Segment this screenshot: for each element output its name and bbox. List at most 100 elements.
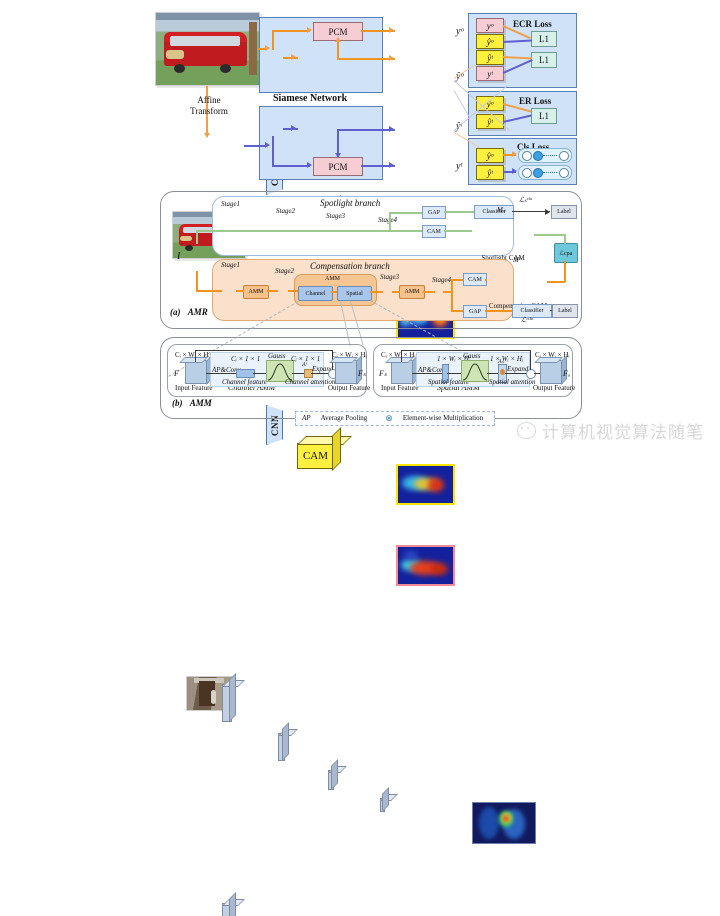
spatial-amm-title: Spatial AMM xyxy=(437,383,480,392)
compensation-amm-1: AMM xyxy=(243,285,269,299)
channel-output-symbol: Fₛ xyxy=(358,369,366,378)
affine-transform-label: Affine Transform xyxy=(178,95,240,117)
cls-dots-line-0 xyxy=(543,155,557,156)
spatial-dims-in: Cᵢ × Wᵢ × Hᵢ xyxy=(381,351,416,359)
cam-label-bottom: CAM xyxy=(302,450,329,462)
spatial-dims-out: Cᵢ × Wᵢ × Hᵢ xyxy=(535,351,570,359)
spatial-feature-dims: 1 × Wᵢ × Hᵢ xyxy=(437,355,471,363)
compensation-cam-to-map xyxy=(485,279,487,281)
pcm-block-bottom: PCM xyxy=(313,157,363,176)
spotlight-cam-image xyxy=(472,802,536,844)
watermark-text: 计算机视觉算法随笔 xyxy=(542,423,704,443)
spotlight-classifier-to-label xyxy=(512,211,550,212)
channel-gauss-label: Gauss xyxy=(268,352,286,360)
spotlight-gap-label: GAP xyxy=(427,209,440,216)
amr-panel xyxy=(160,191,582,329)
ecr-op-1: L1 xyxy=(531,52,557,68)
spatial-amm-box xyxy=(373,344,573,397)
pcm-label-top: PCM xyxy=(328,26,348,37)
cls-wire-0 xyxy=(503,154,516,156)
legend-ap-symbol: AP xyxy=(302,414,311,422)
spotlight-cam-to-map xyxy=(444,230,472,232)
er-loss-title: ER Loss xyxy=(519,96,552,106)
ecr-op-0-label: L1 xyxy=(539,34,549,44)
ecr-input-3-label: yᵗ xyxy=(487,68,493,79)
channel-output-cube xyxy=(329,355,362,385)
amm-channel-label: Channel xyxy=(305,290,326,297)
spatial-input-cube xyxy=(385,355,418,385)
compensation-flow-out xyxy=(443,291,452,293)
compensation-label-box-2: Label xyxy=(552,304,578,318)
wire-top-to-pcm xyxy=(272,30,310,32)
affine-label-line2: Transform xyxy=(190,106,228,116)
cls-input-1: ŷᵗ xyxy=(476,165,504,180)
flow-transformed-to-cnn xyxy=(244,145,266,147)
spotlight-stage1-label: Stage1 xyxy=(221,200,241,208)
heatmap-yhat-t xyxy=(396,464,455,505)
affine-arrow-head xyxy=(203,133,210,138)
cls-wire-0-arrow xyxy=(512,151,517,157)
spatial-flow-3 xyxy=(487,373,498,374)
ecr-input-2-label: ŷᵗ xyxy=(487,52,493,63)
gauss-curve-icon xyxy=(267,363,293,381)
spotlight-cls-loss: ℒₛᶜˡᵃ xyxy=(519,196,533,204)
er-input-0-label: ŷᵒ xyxy=(486,98,494,109)
channel-input-symbol: F xyxy=(174,369,179,378)
amm-channel-block: Channel xyxy=(298,286,333,301)
affine-arrow-line xyxy=(206,86,208,134)
affine-label-line1: Affine xyxy=(197,95,221,105)
compensation-cam-block: CAM xyxy=(463,273,487,286)
wire-cam-out-bottom xyxy=(337,129,395,131)
spotlight-cam-title: Mₛ xyxy=(497,206,506,214)
spatial-attention-caption: Spatial attention xyxy=(489,378,536,386)
spotlight-stage4 xyxy=(380,787,398,812)
er-op-0-label: L1 xyxy=(539,111,549,121)
channel-attention-caption: Channel attention xyxy=(285,378,336,386)
ecr-op-1-label: L1 xyxy=(539,55,549,65)
spotlight-gap-to-classifier xyxy=(444,211,474,213)
cls-loss-title: Cls Loss xyxy=(517,142,550,152)
channel-input-caption: Input Feature xyxy=(175,384,213,392)
spatial-expand-label: Expand xyxy=(507,365,529,373)
amr-caption-tag: (a) xyxy=(170,307,181,317)
compensation-branch-title: Compensation branch xyxy=(310,261,390,271)
siamese-network-title: Siamese Network xyxy=(273,93,348,104)
spatial-gauss-box xyxy=(461,360,489,382)
compensation-gap-to-classifier xyxy=(485,310,512,312)
wire-cam-down-pcm-arrow xyxy=(334,153,341,158)
channel-attention-dims: Cᵢ × 1 × 1 xyxy=(291,355,321,363)
compensation-label-text: Label xyxy=(558,308,572,314)
wire-pcm-out-arrow-top xyxy=(389,27,394,33)
compensation-flow-mid7 xyxy=(423,291,435,293)
compensation-cam-label: CAM xyxy=(468,276,482,283)
watermark: 计算机视觉算法随笔 xyxy=(517,418,704,443)
spatial-input-symbol: Fₛ xyxy=(379,369,387,378)
spotlight-classifier: Classifier xyxy=(474,205,514,219)
spatial-gauss-label: Gauss xyxy=(463,352,481,360)
spatial-output-caption: Output Feature xyxy=(533,384,576,392)
spatial-op-label: AP&Conv xyxy=(418,366,447,374)
cls-dot-white-1b xyxy=(559,168,569,178)
compensation-split-riser xyxy=(451,279,453,311)
compensation-flow-in xyxy=(196,290,222,292)
cls-dot-white-0b xyxy=(559,151,569,161)
amm-spatial-label: Spatial xyxy=(346,290,363,297)
flow-transformed-to-cnn-arrow xyxy=(265,142,270,148)
spotlight-stage2-label: Stage2 xyxy=(276,207,296,215)
amr-caption: (a) AMR xyxy=(170,307,208,317)
spatial-skip-riser-l xyxy=(401,350,402,362)
compensation-flow-mid5 xyxy=(370,291,383,293)
spatial-input-caption: Input Feature xyxy=(381,384,419,392)
amm-spatial-block: Spatial xyxy=(337,286,372,301)
compensation-to-cam xyxy=(451,279,463,281)
spotlight-stage3 xyxy=(328,759,347,790)
wire-to-pcm-bottom xyxy=(272,165,310,167)
channel-flow-4 xyxy=(311,373,331,374)
gauss-curve-icon-2 xyxy=(462,363,488,381)
cls-dot-blue-0 xyxy=(533,151,543,161)
wire-cnn-up-top xyxy=(272,30,274,50)
spotlight-cam-label: CAM xyxy=(427,228,441,235)
wire-cam-out-top xyxy=(337,58,395,60)
channel-amm-box xyxy=(167,344,367,397)
spatial-mult-node xyxy=(526,369,536,379)
